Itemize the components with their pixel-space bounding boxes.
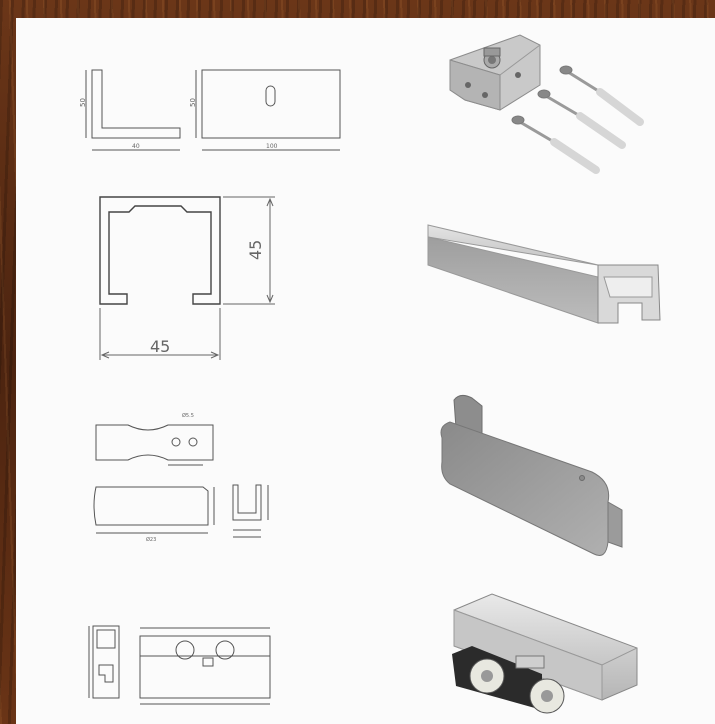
- bracket-width-label: 40: [132, 143, 140, 150]
- rail-height-label: 45: [246, 240, 265, 260]
- end-stop-technical-drawing: Ø5.5 Ø23: [93, 412, 269, 543]
- bracket-height-label: 50: [79, 98, 87, 107]
- end-stop-hole-label: Ø5.5: [182, 412, 194, 419]
- bracket-technical-drawing: 50 40 50 100: [79, 69, 341, 151]
- catalog-sheet: [16, 18, 715, 724]
- bracket-front-height-label: 50: [189, 98, 197, 107]
- bracket-length-label: 100: [266, 143, 278, 150]
- roller-carriage-photo: [452, 593, 638, 714]
- end-stop-length-label: Ø23: [146, 536, 156, 543]
- rail-technical-drawing: 45 45: [99, 196, 275, 360]
- bracket-with-screws-photo: [449, 34, 644, 174]
- aluminium-rail-photo: [427, 224, 661, 324]
- rail-width-label: 45: [150, 337, 170, 356]
- carriage-technical-drawing: [88, 625, 271, 705]
- end-stop-photo: [440, 394, 623, 556]
